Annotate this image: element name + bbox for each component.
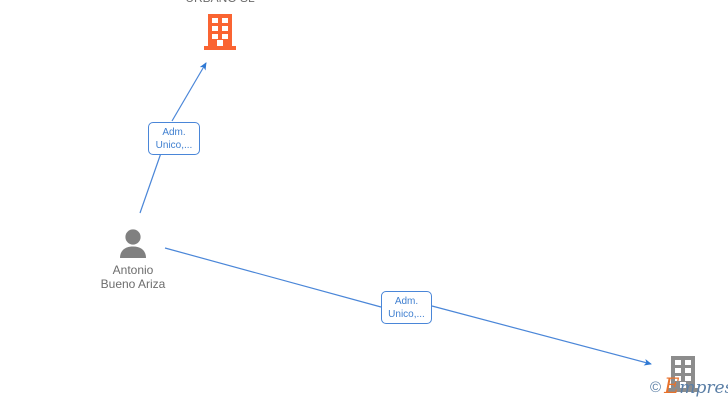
person-name-line1: Antonio <box>112 263 154 277</box>
relation-label-bottom-line1: Adm. <box>394 296 419 307</box>
brand-rest: mpresia <box>679 378 728 398</box>
brand-initial: E <box>664 374 680 398</box>
relation-label-bottom[interactable]: Adm. Unico,... <box>381 291 432 324</box>
company-top-title[interactable]: URBANO SL <box>120 0 320 5</box>
person-icon[interactable] <box>116 228 150 258</box>
empresia-watermark: © Empresia <box>650 374 728 398</box>
relation-label-bottom-line2: Unico,... <box>388 309 425 320</box>
relation-label-top-line2: Unico,... <box>155 140 193 151</box>
person-label[interactable]: Antonio Bueno Ariza <box>53 263 213 291</box>
person-name-line2: Bueno Ariza <box>100 277 166 291</box>
relation-label-top-line1: Adm. <box>162 127 186 138</box>
edge-label-top-to-company <box>171 62 207 122</box>
edge-person-to-label-top <box>139 152 162 214</box>
building-icon-secondary[interactable] <box>666 355 700 393</box>
copyright-icon: © <box>650 378 662 396</box>
building-icon[interactable] <box>203 13 237 51</box>
brand-name: Empresia <box>664 374 728 398</box>
relation-label-top[interactable]: Adm. Unico,... <box>148 122 200 155</box>
edge-label-bottom-to-company <box>431 305 652 366</box>
